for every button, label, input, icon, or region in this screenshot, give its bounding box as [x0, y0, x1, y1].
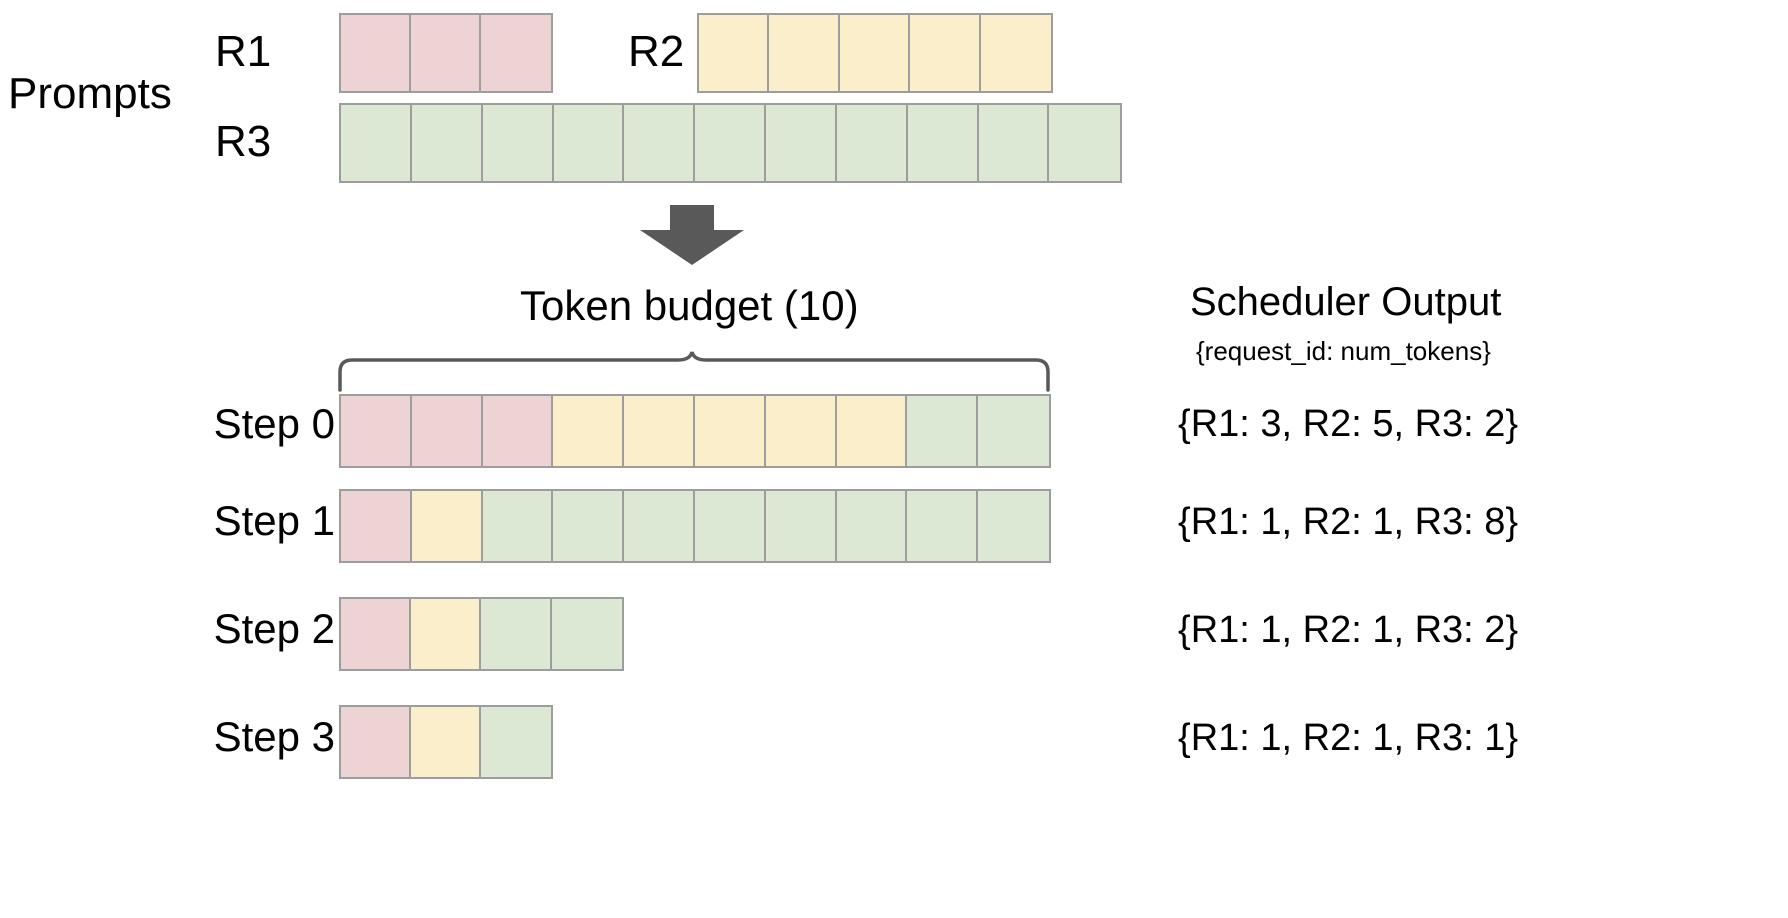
token-cell [624, 491, 695, 561]
token-cell [481, 599, 552, 669]
token-cell [341, 599, 412, 669]
step-label-1: Step 1 [213, 497, 335, 544]
token-cell [410, 15, 481, 91]
step-token-strip-0 [339, 394, 1051, 468]
step-label-3: Step 3 [213, 713, 335, 760]
prompts-section-label: Prompts [8, 69, 172, 118]
token-cell [341, 105, 412, 181]
token-cell [480, 707, 551, 777]
token-cell [482, 105, 554, 181]
token-cell [624, 396, 695, 466]
step-token-strip-3 [339, 705, 553, 779]
token-cell [910, 15, 981, 91]
request-label-r2: R2 [628, 27, 685, 76]
scheduler-output-row-3: {R1: 1, R2: 1, R3: 1} [1178, 717, 1519, 759]
token-cell [341, 15, 411, 91]
token-cell [341, 707, 411, 777]
token-cell [480, 15, 551, 91]
token-cell [411, 491, 483, 561]
token-cell [765, 396, 837, 466]
token-cell [341, 491, 412, 561]
token-cell [836, 105, 908, 181]
token-cell [553, 396, 625, 466]
token-cell [836, 396, 908, 466]
step-label-2: Step 2 [213, 605, 335, 652]
token-budget-brace [338, 350, 1050, 397]
token-cell [765, 491, 837, 561]
token-cell [341, 396, 412, 466]
prompt-token-strip-r2 [697, 13, 1053, 93]
token-cell [624, 105, 696, 181]
token-cell [553, 491, 625, 561]
scheduler-output-row-0: {R1: 3, R2: 5, R3: 2} [1178, 403, 1519, 445]
prompt-token-strip-r1 [339, 13, 553, 93]
step-token-strip-1 [339, 489, 1051, 563]
token-cell [978, 396, 1049, 466]
step-label-0: Step 0 [213, 400, 335, 447]
token-cell [907, 396, 979, 466]
token-cell [411, 105, 483, 181]
token-cell [907, 491, 979, 561]
scheduler-output-row-1: {R1: 1, R2: 1, R3: 8} [1178, 501, 1519, 543]
token-cell [410, 707, 481, 777]
request-label-r3: R3 [215, 117, 272, 166]
token-cell [553, 105, 625, 181]
token-cell [411, 599, 482, 669]
token-cell [695, 105, 767, 181]
scheduler-output-subtitle: {request_id: num_tokens} [1196, 336, 1491, 366]
token-cell [980, 15, 1051, 91]
prompt-token-strip-r3 [339, 103, 1123, 183]
request-label-r1: R1 [215, 27, 272, 76]
token-cell [699, 15, 770, 91]
token-cell [978, 491, 1049, 561]
token-cell [769, 15, 840, 91]
token-cell [907, 105, 979, 181]
token-cell [978, 105, 1050, 181]
token-budget-label: Token budget (10) [520, 282, 859, 329]
token-cell [766, 105, 837, 181]
token-cell [694, 396, 766, 466]
token-cell [836, 491, 908, 561]
token-cell [839, 15, 911, 91]
scheduler-output-title: Scheduler Output [1190, 280, 1502, 324]
token-cell [482, 396, 554, 466]
scheduler-output-row-2: {R1: 1, R2: 1, R3: 2} [1178, 609, 1519, 651]
token-cell [482, 491, 554, 561]
token-cell [551, 599, 622, 669]
token-cell [694, 491, 766, 561]
down-arrow-icon [637, 205, 747, 272]
token-cell [1049, 105, 1121, 181]
token-cell [411, 396, 483, 466]
step-token-strip-2 [339, 597, 624, 671]
